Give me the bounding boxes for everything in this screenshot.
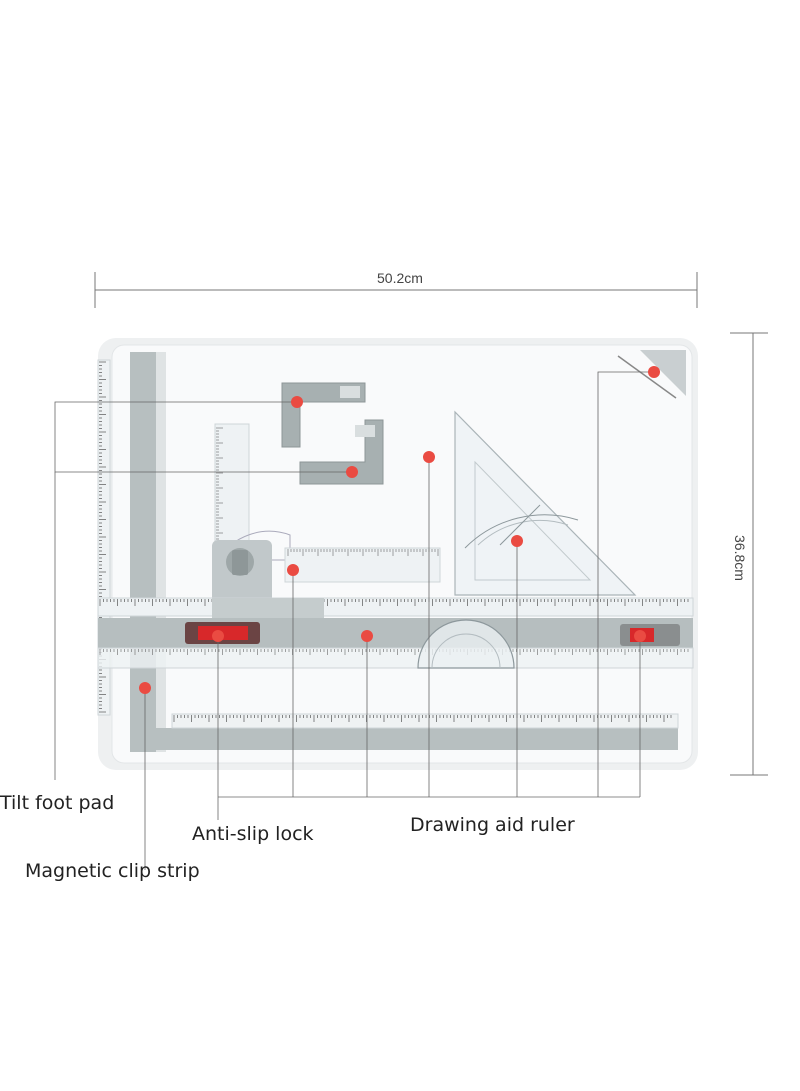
marker-protractor-head: [287, 564, 299, 576]
drawing-aid-horizontal-ruler: [284, 547, 441, 583]
marker-magnetic-strip: [139, 682, 151, 694]
marker-parallel-ruler: [361, 630, 373, 642]
marker-corner-clip-top: [291, 396, 303, 408]
marker-corner-clip-bottom: [346, 466, 358, 478]
marker-board: [423, 451, 435, 463]
callout-magnetic-clip-strip: Magnetic clip strip: [25, 860, 200, 882]
bottom-rail: [130, 713, 679, 750]
set-square: [454, 410, 637, 596]
height-label: 36.8cm: [732, 535, 748, 581]
width-dimension-line: [94, 272, 698, 308]
anti-slip-lock-right: [620, 624, 680, 646]
marker-lock-left: [212, 630, 224, 642]
callout-markers: [139, 366, 660, 694]
protractor: [417, 619, 515, 669]
callout-anti-slip-lock: Anti-slip lock: [192, 823, 314, 845]
marker-corner: [648, 366, 660, 378]
width-label: 50.2cm: [377, 270, 423, 286]
callout-tilt-foot-pad: Tilt foot pad: [0, 792, 115, 814]
drawing-aid-vertical-ruler: [214, 423, 250, 555]
corner-clip: [640, 350, 686, 396]
protractor-head: [212, 530, 291, 612]
leader-lines: [54, 371, 654, 870]
marker-set-square: [511, 535, 523, 547]
height-dimension-line: [730, 332, 768, 776]
marker-lock-right: [634, 630, 646, 642]
callout-drawing-aid-ruler: Drawing aid ruler: [410, 814, 575, 836]
